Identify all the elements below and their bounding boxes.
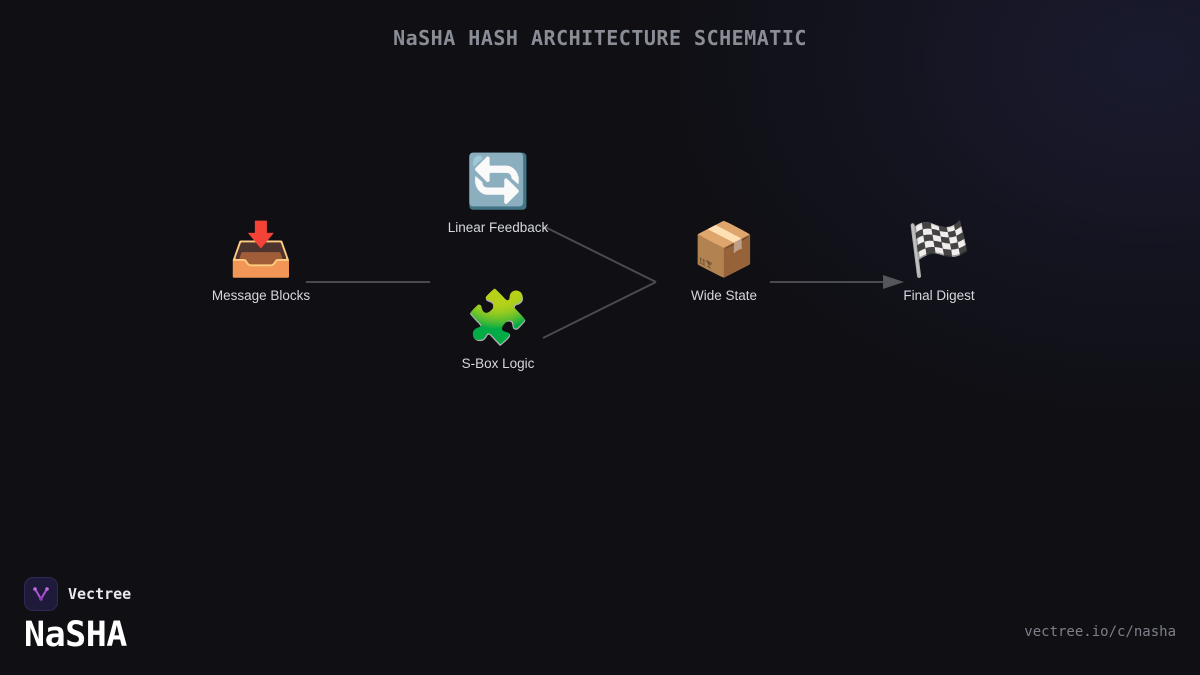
node-sbox-logic: 🧩 S-Box Logic (418, 286, 578, 371)
node-label: Message Blocks (211, 288, 311, 303)
arrows-cycle-icon: 🔄 (465, 152, 531, 212)
node-label: S-Box Logic (461, 356, 535, 371)
brand-row: Vectree (24, 577, 131, 611)
diagram-title: NaSHA HASH ARCHITECTURE SCHEMATIC (393, 26, 807, 50)
connector-feedback-to-state (542, 225, 657, 283)
node-label: Final Digest (903, 288, 975, 303)
inbox-tray-icon: 📥 (228, 220, 294, 280)
node-label: Linear Feedback (447, 220, 549, 235)
node-linear-feedback: 🔄 Linear Feedback (418, 150, 578, 235)
vectree-logo-icon (24, 577, 58, 611)
connector-sbox-to-state (542, 281, 657, 339)
checkered-flag-icon: 🏁 (906, 220, 972, 280)
brand-block: Vectree NaSHA (24, 577, 131, 655)
arrowhead-digest (883, 275, 904, 289)
product-name: NaSHA (24, 615, 127, 655)
node-final-digest: 🏁 Final Digest (859, 218, 1019, 303)
package-box-icon: 📦 (691, 220, 757, 280)
node-wide-state: 📦 Wide State (644, 218, 804, 303)
node-label: Wide State (690, 288, 758, 303)
company-name: Vectree (68, 585, 132, 603)
puzzle-piece-icon: 🧩 (465, 288, 531, 348)
footer-url: vectree.io/c/nasha (1024, 624, 1176, 640)
vectree-logo-mark (33, 587, 49, 601)
node-message-blocks: 📥 Message Blocks (181, 218, 341, 303)
